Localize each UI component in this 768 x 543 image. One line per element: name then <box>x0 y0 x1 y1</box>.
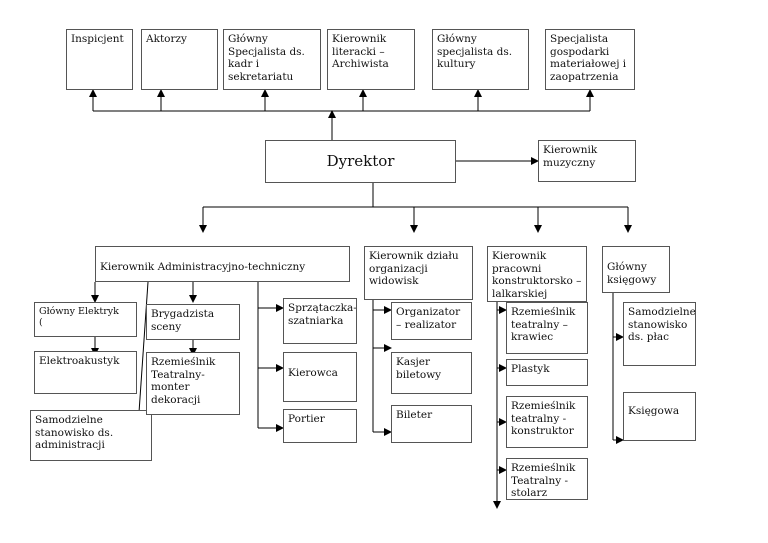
box-kierownik-administracyjno-techniczny: Kierownik Administracyjno-techniczny <box>95 246 350 282</box>
box-aktorzy: Aktorzy <box>141 29 218 90</box>
box-glowny-ksiegowy: Główny księgowy <box>602 246 670 293</box>
box-kierownik-literacki: Kierownik literacki – Archiwista <box>327 29 415 90</box>
box-portier: Portier <box>283 409 357 443</box>
box-place: Samodzielne stanowisko ds. płac <box>623 302 696 366</box>
box-kasjer: Kasjer biletowy <box>391 352 472 394</box>
box-brygadzista-sceny: Brygadzista sceny <box>146 304 240 340</box>
box-samodzielne-administracja: Samodzielne stanowisko ds. administracji <box>30 410 152 461</box>
box-stolarz: Rzemieślnik Teatralny - stolarz <box>506 458 588 500</box>
box-kadry: Główny Specjalista ds. kadr i sekretaria… <box>223 29 321 90</box>
box-ksiegowa: Księgowa <box>623 392 696 441</box>
box-kierownik-organizacji-widowisk: Kierownik działu organizacji widowisk <box>364 246 473 300</box>
box-zaopatrzenie: Specjalista gospodarki materiałowej i za… <box>545 29 635 90</box>
box-krawiec: Rzemieślnik teatralny – krawiec <box>506 302 588 354</box>
box-glowny-elektryk: Główny Elektryk ( <box>34 302 137 337</box>
box-bileter: Bileter <box>391 405 472 443</box>
box-monter-dekoracji: Rzemieślnik Teatralny-monter dekoracji <box>146 352 240 415</box>
box-kierowca: Kierowca <box>283 352 357 402</box>
box-inspicjent: Inspicjent <box>66 29 133 90</box>
box-konstruktor: Rzemieślnik teatralny - konstruktor <box>506 396 588 448</box>
box-sprzataczka: Sprzątaczka-szatniarka <box>283 298 357 344</box>
box-plastyk: Plastyk <box>506 359 588 386</box>
box-organizator: Organizator – realizator <box>391 302 472 340</box>
box-dyrektor: Dyrektor <box>265 140 456 183</box>
box-kierownik-pracowni: Kierownik pracowni konstruktorsko – lalk… <box>487 246 587 302</box>
box-elektroakustyk: Elektroakustyk <box>34 351 137 394</box>
box-kierownik-muzyczny: Kierownik muzyczny <box>538 140 636 182</box>
box-specjalista-kultury: Główny specjalista ds. kultury <box>432 29 529 90</box>
